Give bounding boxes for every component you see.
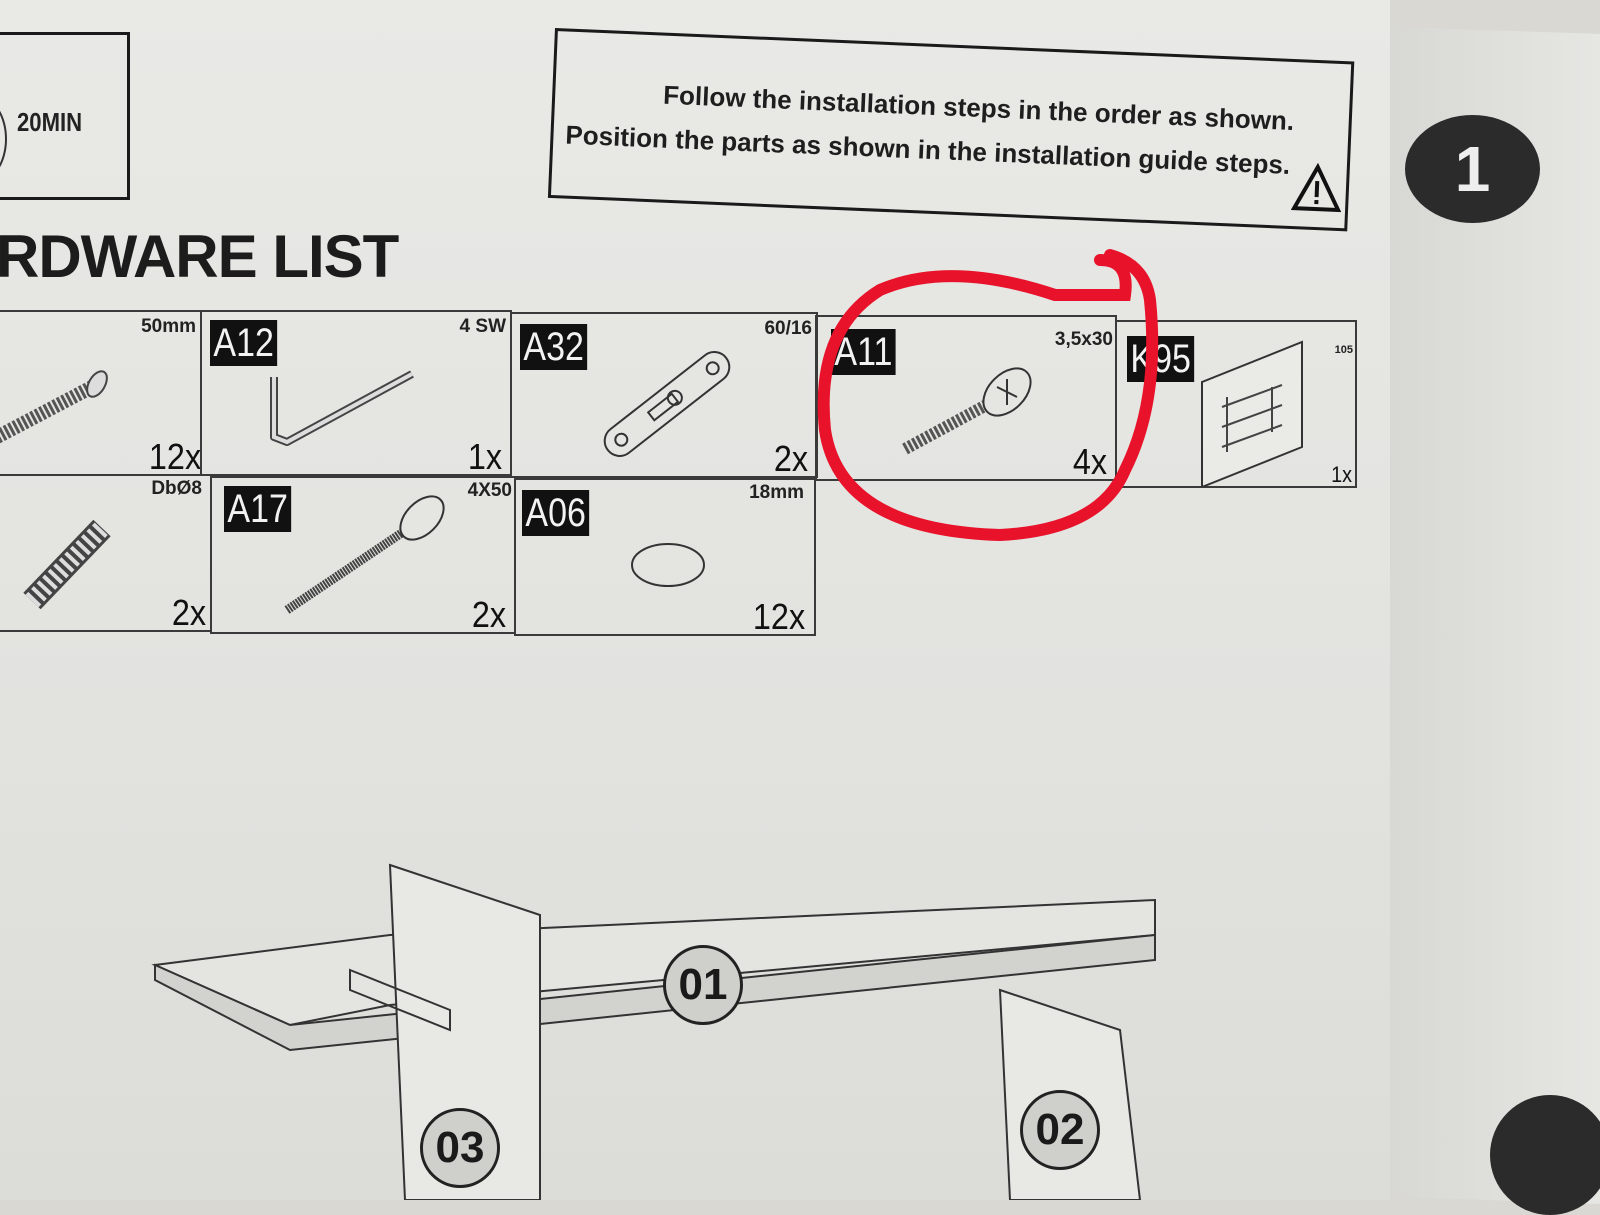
part-quantity: 4x [1072,441,1108,482]
part-quantity: 1x [1330,462,1352,487]
hardware-cell-a17: A17 4X50 2x [210,476,516,635]
wall-plug-icon [23,519,111,610]
manual-page: 20MIN Follow the installation steps in t… [0,0,1540,1200]
clock-icon [0,97,7,181]
cap-cover-icon [631,543,705,587]
part-quantity: 2x [171,592,207,633]
part-quantity: 12x [148,436,202,477]
assembly-time-box: 20MIN [0,32,130,200]
part-spec: 4X50 [467,480,512,501]
hardware-cell-a06: A06 18mm 12x [514,478,816,637]
hardware-cell-k95: K95 105 1x [1115,320,1357,488]
part-spec: 18mm [749,482,804,503]
part-code: A12 [210,320,278,366]
warning-box: Follow the installation steps in the ord… [547,28,1355,232]
keyhole-bracket-icon [603,351,731,457]
hardware-cell-a32: A32 60/16 2x [510,312,818,479]
wood-screw-icon [902,367,1032,455]
part-spec: 60/16 [764,318,812,339]
part-spec: 4 SW [459,316,506,337]
warning-triangle-icon [1290,162,1342,213]
step-number-badge: 1 [1405,115,1540,223]
template-sheet-icon [1201,340,1303,487]
part-code: K95 [1127,336,1195,382]
assembly-time: 20MIN [17,107,83,137]
part-spec: DbØ8 [151,478,202,499]
hardware-cell-a12: A12 4 SW 1x [200,310,512,477]
part-label-03: 03 [420,1108,500,1188]
allen-key-icon [270,370,414,446]
part-label-02: 02 [1020,1090,1100,1170]
part-quantity: 12x [752,596,806,637]
part-spec: 3,5x30 [1054,329,1113,350]
next-step-badge [1490,1095,1600,1215]
hardware-cell: 50mm 12x [0,310,202,477]
bolt-icon [0,370,108,444]
section-title: RDWARE LIST [0,223,399,290]
part-quantity: 2x [773,438,809,479]
part-code: A17 [224,486,292,532]
part-code: A32 [520,324,588,370]
part-spec: 50mm [141,316,196,337]
part-code: A06 [522,490,590,536]
red-circle-annotation [817,249,1159,542]
hardware-cell: DbØ8 2x [0,474,212,633]
part-spec: 105 [1334,344,1353,356]
long-screw-icon [284,495,445,614]
part-label-01: 01 [663,945,743,1025]
part-quantity: 1x [467,436,503,477]
part-quantity: 2x [471,594,507,635]
